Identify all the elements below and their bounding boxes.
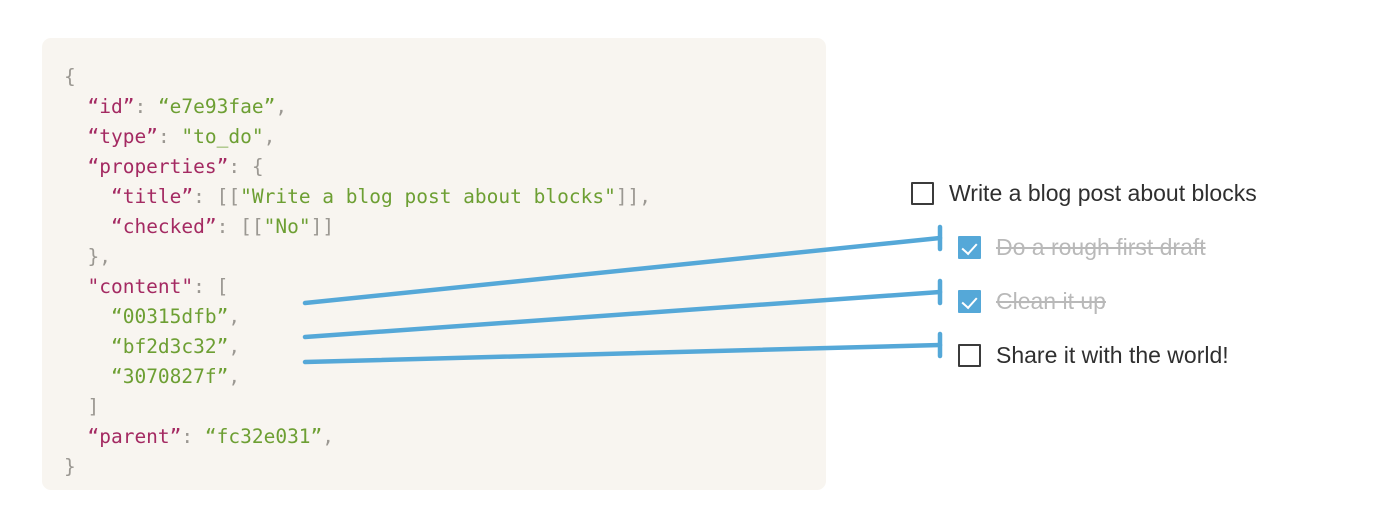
code-token-punct	[64, 125, 87, 148]
code-token-punct: [[	[240, 215, 264, 238]
code-token-str: “3070827f”	[110, 365, 229, 388]
code-token-colon: :	[228, 155, 252, 178]
code-token-punct	[64, 185, 111, 208]
code-token-punct	[64, 305, 111, 328]
code-token-punct: }	[64, 455, 76, 478]
code-token-punct	[64, 275, 87, 298]
json-code-panel: { “id”: “e7e93fae”, “type”: "to_do", “pr…	[42, 38, 826, 490]
code-token-colon: :	[157, 125, 182, 148]
code-token-punct	[64, 215, 111, 238]
code-token-colon: :	[134, 95, 158, 118]
code-token-key: “id”	[87, 95, 135, 118]
code-token-punct: ]]	[310, 215, 335, 238]
code-token-punct: {	[64, 65, 76, 88]
code-line: "content": [	[64, 272, 651, 302]
todo-list: Write a blog post about blocks Do a rough…	[911, 166, 1331, 382]
code-token-key: “properties”	[87, 155, 229, 178]
code-token-punct: ]	[64, 395, 100, 418]
code-token-colon: :	[193, 185, 217, 208]
code-token-colon: :	[181, 425, 205, 448]
todo-item-label: Write a blog post about blocks	[949, 179, 1257, 206]
todo-item[interactable]: Do a rough first draft	[911, 220, 1331, 274]
code-line: }	[64, 452, 651, 482]
code-token-punct: [	[216, 275, 229, 298]
todo-item-label: Do a rough first draft	[996, 233, 1206, 260]
code-token-punct	[64, 155, 87, 178]
code-token-str: "No"	[263, 215, 311, 238]
checkbox-checked-icon[interactable]	[958, 289, 981, 313]
json-code-block: { “id”: “e7e93fae”, “type”: "to_do", “pr…	[64, 62, 651, 482]
todo-item-label: Share it with the world!	[996, 341, 1229, 368]
code-line: “parent”: “fc32e031”,	[64, 422, 651, 452]
code-token-punct	[64, 425, 87, 448]
code-token-str: “00315dfb”	[110, 305, 229, 328]
code-token-punct: ,	[275, 95, 288, 118]
code-line: “3070827f”,	[64, 362, 651, 392]
code-line: ]	[64, 392, 651, 422]
code-token-str: "Write a blog post about blocks"	[240, 185, 616, 208]
code-line: “type”: "to_do",	[64, 122, 651, 152]
code-token-punct: [[	[216, 185, 241, 208]
code-line: {	[64, 62, 651, 92]
code-token-colon: :	[193, 275, 217, 298]
todo-item-label: Clean it up	[996, 287, 1106, 314]
code-token-key: “type”	[87, 125, 158, 148]
code-token-punct: ,	[322, 425, 335, 448]
code-token-key: “checked”	[110, 215, 217, 238]
code-token-key: “parent”	[87, 425, 182, 448]
code-token-colon: :	[216, 215, 241, 238]
todo-item[interactable]: Write a blog post about blocks	[911, 166, 1331, 220]
code-line: },	[64, 242, 651, 272]
code-token-punct: ,	[228, 335, 241, 358]
code-token-punct: ,	[228, 305, 241, 328]
code-token-key: "content"	[87, 275, 194, 298]
checkbox-unchecked-icon[interactable]	[958, 343, 981, 367]
code-token-punct	[64, 95, 87, 118]
checkbox-unchecked-icon[interactable]	[911, 181, 934, 205]
code-token-key: “title”	[110, 185, 194, 208]
todo-item[interactable]: Clean it up	[911, 274, 1331, 328]
code-token-str: “bf2d3c32”	[110, 335, 229, 358]
code-line: “properties”: {	[64, 152, 651, 182]
code-token-punct	[64, 365, 111, 388]
code-token-punct: },	[64, 245, 111, 268]
code-token-str: “fc32e031”	[204, 425, 323, 448]
code-token-str: “e7e93fae”	[157, 95, 276, 118]
code-line: “bf2d3c32”,	[64, 332, 651, 362]
code-line: “00315dfb”,	[64, 302, 651, 332]
code-token-punct: ,	[228, 365, 241, 388]
code-token-str: "to_do"	[181, 125, 264, 148]
code-line: “checked”: [["No"]]	[64, 212, 651, 242]
code-token-punct: ,	[263, 125, 276, 148]
code-token-punct	[64, 335, 111, 358]
code-token-punct: ]],	[615, 185, 652, 208]
checkbox-checked-icon[interactable]	[958, 235, 981, 259]
code-line: “id”: “e7e93fae”,	[64, 92, 651, 122]
todo-item[interactable]: Share it with the world!	[911, 328, 1331, 382]
code-line: “title”: [["Write a blog post about bloc…	[64, 182, 651, 212]
code-token-punct: {	[251, 155, 264, 178]
